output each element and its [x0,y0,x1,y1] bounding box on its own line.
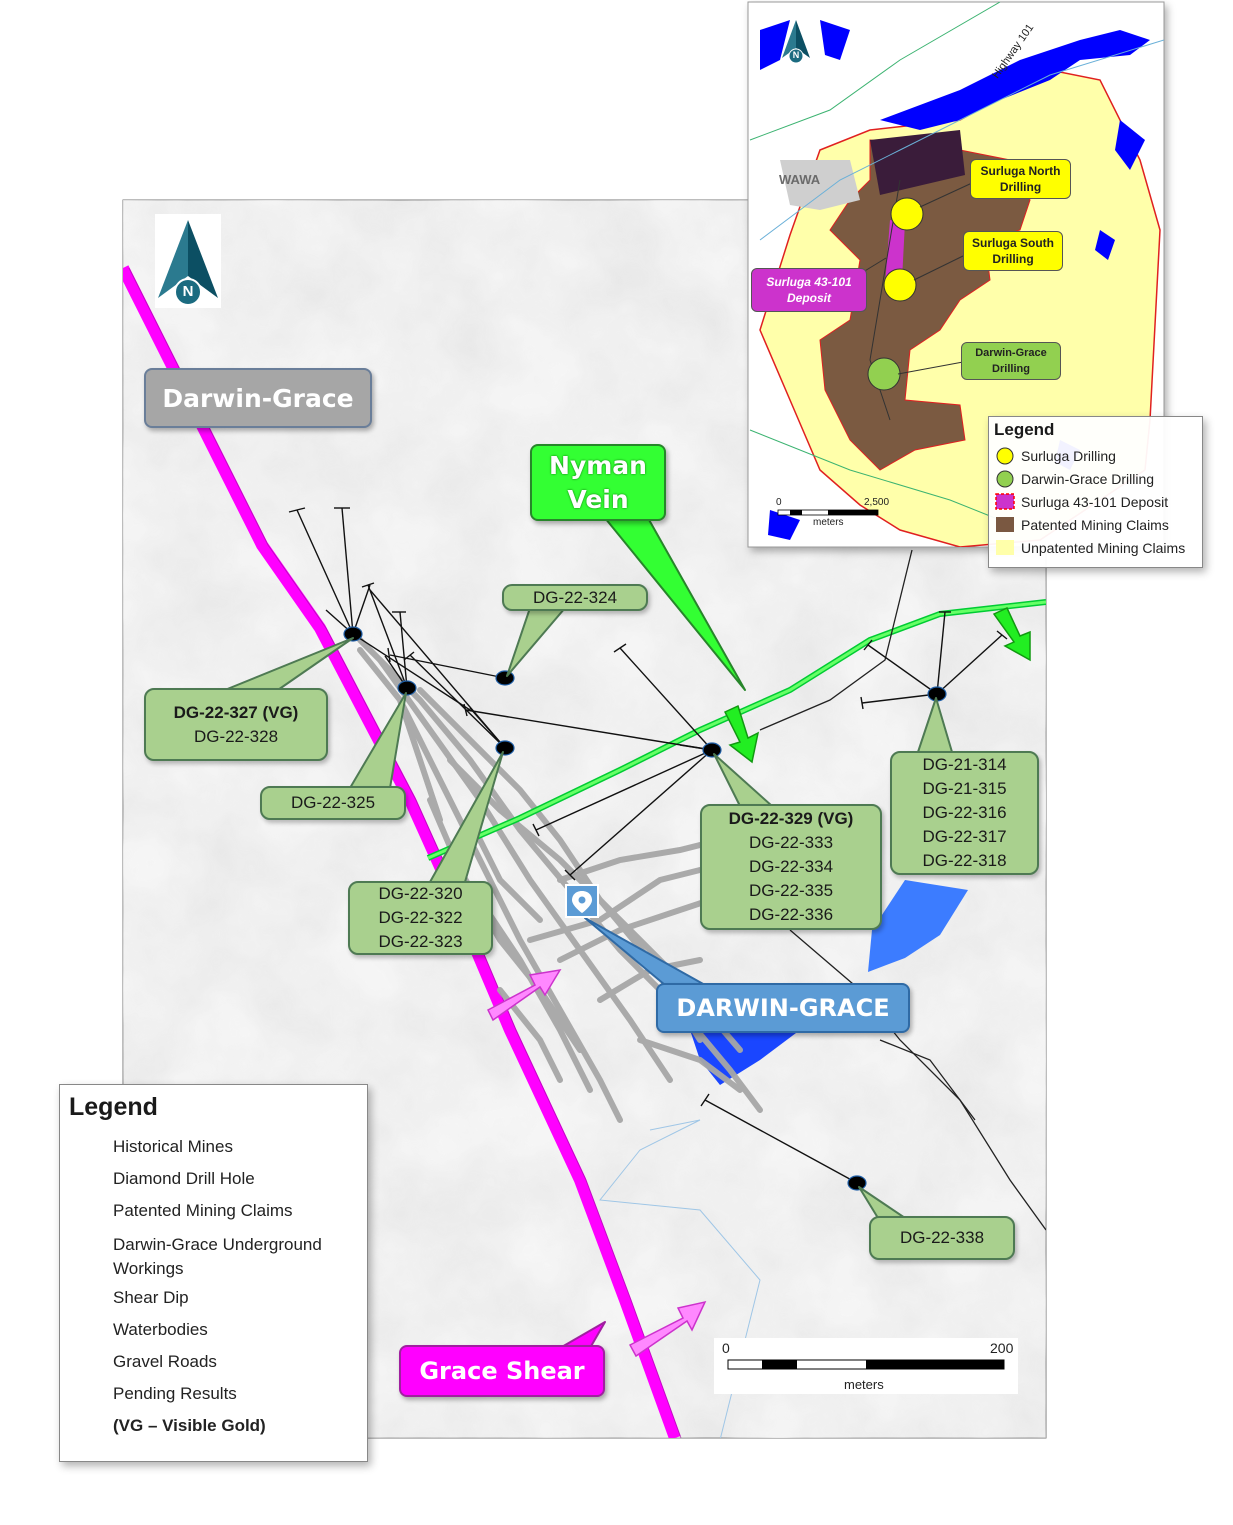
scale-bar-unit: meters [844,1377,884,1392]
gravel-roads [759,549,1046,1231]
shear-dip-arrows [487,968,707,1358]
shear-dip-arrow-1 [487,968,562,1022]
scale-bar-start: 0 [722,1340,730,1356]
inset-legend-item-1: Surluga Drilling [1021,448,1116,464]
inset-label-darwin-grace: Darwin-Grace Drilling [961,342,1061,380]
inset-legend-item-3: Surluga 43-101 Deposit [1021,494,1169,510]
nyman-vein-label: Nyman Vein [530,444,666,521]
inset-label-surluga-south: Surluga South Drilling [963,231,1063,271]
drill-hole-dg-338 [847,1175,867,1191]
inset-surluga-north-marker [890,197,924,231]
legend-item-waterbodies: Waterbodies [113,1320,208,1339]
inset-label-deposit: Surluga 43-101 Deposit [751,268,867,312]
inset-legend-item-5: Unpatented Mining Claims [1021,540,1186,556]
inset-surluga-south-marker [883,268,917,302]
drill-label-dg-325: DG-22-325 [260,786,406,820]
drill-label-dg-314-line-2: DG-21-315 [922,779,1007,798]
inset-legend-title: Legend [994,420,1055,439]
scale-bar-end: 200 [990,1340,1014,1356]
legend-title: Legend [69,1093,158,1121]
nyman-dip-arrows [723,607,1031,764]
drill-label-dg-327-vg: DG-22-327 (VG) [173,702,299,722]
drill-hole-dg-329 [702,742,722,758]
drill-label-dg-324: DG-22-324 [502,584,648,611]
inset-lake [880,30,1150,130]
legend-item-shear-dip: Shear Dip [113,1288,189,1307]
drill-label-dg-327: DG-22-327 (VG) DG-22-328 [144,688,328,761]
drill-label-dg-327-line: DG-22-328 [193,726,279,746]
map-title-text: Darwin-Grace [162,383,354,413]
drill-label-dg-314-line-5: DG-22-318 [922,851,1007,870]
inset-patented-claims [819,139,1031,471]
drill-label-dg-338: DG-22-338 [869,1216,1015,1260]
nyman-dip-arrow-1 [723,704,760,764]
legend-item-patented-claims: Patented Mining Claims [113,1201,293,1220]
waterbody-east [868,880,968,972]
nyman-dip-arrow-2 [992,607,1031,662]
inset-town-label: WAWA [779,172,821,187]
historical-mine-marker [565,884,599,918]
grace-shear-label: Grace Shear [399,1345,605,1397]
drill-label-dg-320: DG-22-320 DG-22-322 DG-22-323 [348,881,493,955]
inset-scale-unit: meters [813,517,844,528]
drill-hole-dg-325 [397,680,417,696]
legend-item-pending-results: Pending Results [113,1384,237,1403]
inset-legend-swatches [995,447,1015,555]
scale-bar [714,1338,1018,1394]
drill-label-dg-320-line-1: DG-22-320 [378,884,463,903]
legend-item-historical-mines: Historical Mines [113,1137,233,1156]
grace-shear-text: Grace Shear [419,1357,585,1385]
drill-label-dg-329-line-2: DG-22-334 [748,857,834,876]
shear-dip-arrow-2 [628,1300,707,1358]
drill-label-dg-314-line-4: DG-22-317 [922,827,1007,846]
drill-label-dg-329-line-1: DG-22-333 [748,833,834,852]
nyman-line-1: Nyman [549,450,647,480]
drill-label-dg-329-line-4: DG-22-336 [748,905,834,924]
inset-label-surluga-north: Surluga North Drilling [970,159,1071,199]
drill-label-dg-329: DG-22-329 (VG) DG-22-333 DG-22-334 DG-22… [700,804,882,930]
inset-town [780,160,860,210]
inset-legend-item-4: Patented Mining Claims [1021,517,1169,533]
inset-compass-n: N [792,50,800,60]
compass-rose [155,214,221,308]
inset-legend-item-2: Darwin-Grace Drilling [1021,471,1155,487]
legend-item-underground-workings: Darwin-Grace Underground Workings [113,1235,322,1278]
drill-label-dg-314-line-3: DG-22-316 [922,803,1007,822]
drill-label-dg-338-text: DG-22-338 [899,1228,985,1247]
map-legend: Legend Historical Mines Diamond Drill Ho… [59,1084,368,1462]
drill-label-dg-314-line-1: DG-21-314 [922,755,1007,774]
legend-item-gravel-roads: Gravel Roads [113,1352,217,1371]
inset-legend-bg [989,417,1202,567]
darwin-grace-mine-text: DARWIN-GRACE [676,994,890,1022]
nyman-line-2: Vein [567,484,629,514]
compass-n-label: N [182,283,194,300]
drill-label-dg-325-text: DG-22-325 [290,793,376,812]
legend-vg-note: (VG – Visible Gold) [113,1416,266,1435]
drill-traces [288,507,1008,1184]
drill-label-dg-329-vg: DG-22-329 (VG) [728,809,854,828]
drill-hole-dg-320 [495,740,515,756]
drill-label-dg-320-line-2: DG-22-322 [378,908,463,927]
drill-label-dg-314: DG-21-314 DG-21-315 DG-22-316 DG-22-317 … [890,751,1039,875]
page-title: Darwin-Grace [144,368,372,428]
inset-darwin-grace-marker [867,357,901,391]
inset-legend [988,416,1203,568]
drill-label-dg-320-line-3: DG-22-323 [378,932,463,951]
inset-scale-end: 2,500 [864,497,890,508]
drill-label-dg-324-text: DG-22-324 [532,587,618,607]
drill-hole-dg-327 [343,626,363,642]
darwin-grace-mine-label: DARWIN-GRACE [656,983,910,1033]
legend-item-drill-hole: Diamond Drill Hole [113,1169,255,1188]
drill-label-dg-329-line-3: DG-22-335 [748,881,834,900]
inset-scale-start: 0 [776,497,782,508]
drill-hole-dg-324 [495,670,515,686]
